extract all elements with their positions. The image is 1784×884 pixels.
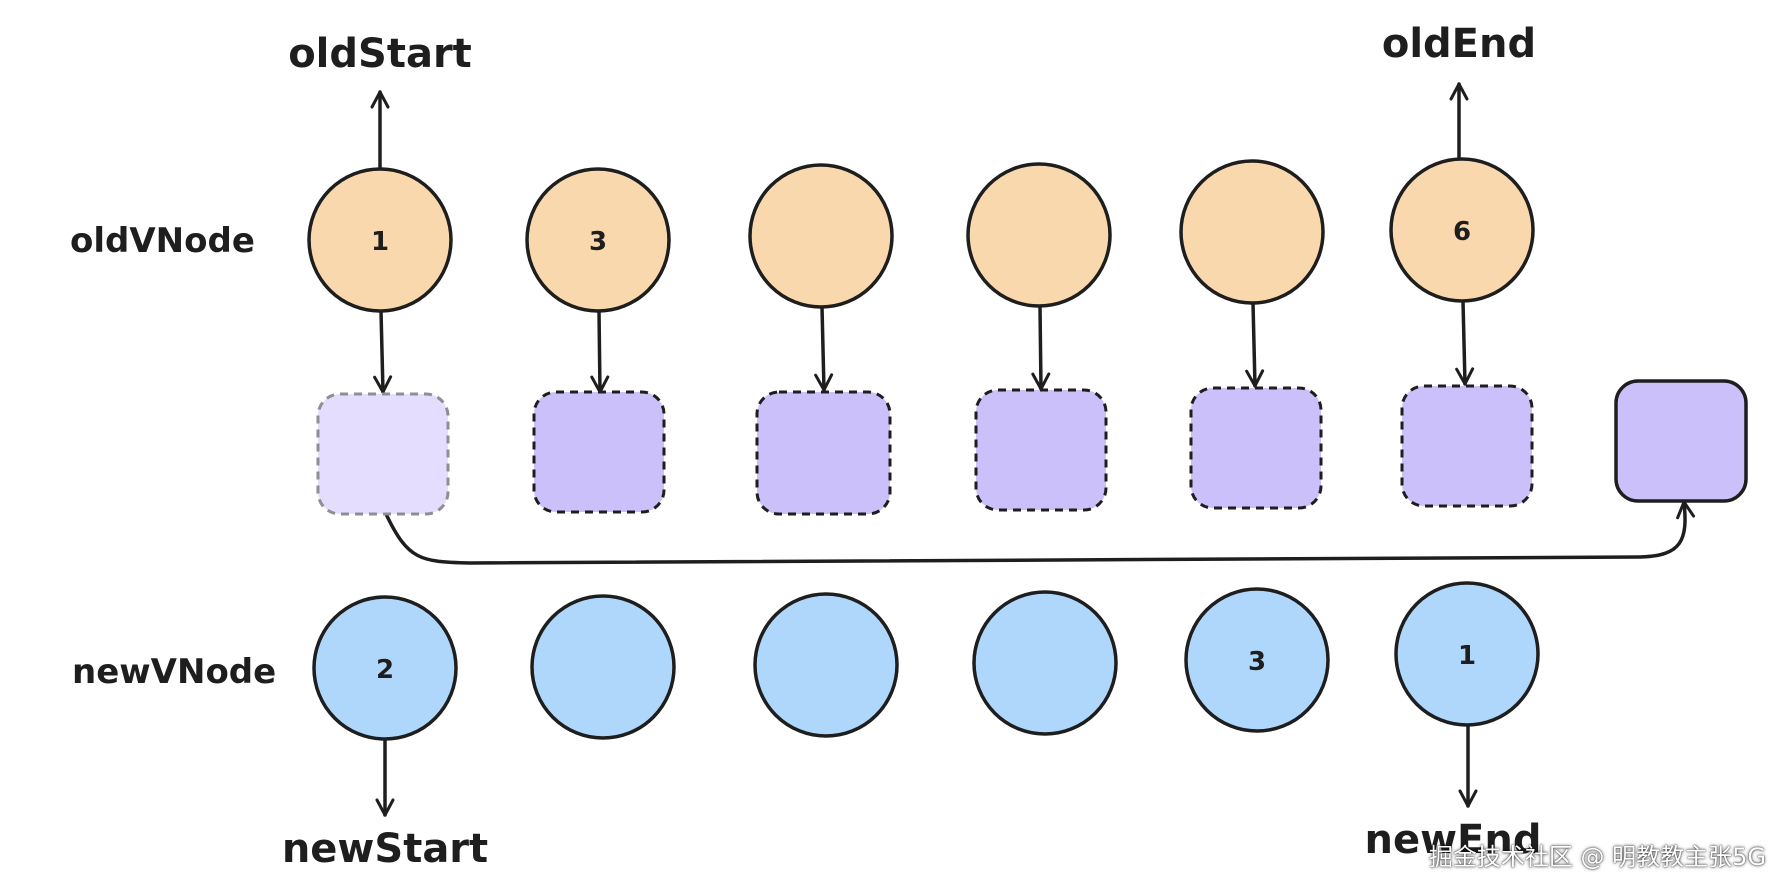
new-vnode: 3 xyxy=(1184,587,1330,733)
old-vnode xyxy=(1179,159,1325,305)
new-end-label: newEnd xyxy=(1365,817,1542,863)
old-vnode-row-label: oldVNode xyxy=(70,221,255,261)
old-to-dom-arrow xyxy=(590,309,610,394)
new-vnode-row: 2 3 1 xyxy=(312,581,1540,741)
dom-node-row xyxy=(316,379,1748,516)
old-vnode-key: 3 xyxy=(589,227,607,257)
dom-node-removed xyxy=(316,392,450,516)
new-vnode-key: 3 xyxy=(1248,647,1266,677)
new-vnode: 2 xyxy=(312,595,458,741)
dom-node xyxy=(974,388,1108,512)
old-vnode-key: 6 xyxy=(1453,217,1471,247)
move-to-end-arrow xyxy=(384,500,1696,565)
watermark: 掘金技术社区 @ 明教教主张5G xyxy=(1428,843,1766,871)
old-to-dom-arrow xyxy=(1245,301,1265,388)
new-start-label: newStart xyxy=(282,826,488,872)
old-vnode xyxy=(966,162,1112,308)
old-to-dom-arrow xyxy=(1455,299,1475,386)
old-vnode-key: 1 xyxy=(371,227,389,257)
old-vnode: 6 xyxy=(1389,157,1535,303)
dom-node xyxy=(1400,384,1534,508)
old-to-dom-arrow xyxy=(1031,304,1051,391)
old-to-dom-arrows xyxy=(373,299,1475,394)
old-vnode-row: 1 3 6 xyxy=(307,157,1535,313)
dom-node xyxy=(755,390,892,516)
old-vnode xyxy=(748,163,894,309)
new-vnode xyxy=(530,594,676,740)
old-vnode: 3 xyxy=(525,167,671,313)
new-vnode-key: 2 xyxy=(376,655,394,685)
new-vnode xyxy=(753,592,899,738)
new-vnode: 1 xyxy=(1394,581,1540,727)
old-to-dom-arrow xyxy=(814,305,834,392)
dom-node xyxy=(1189,386,1323,510)
old-vnode: 1 xyxy=(307,167,453,313)
old-end-label: oldEnd xyxy=(1382,21,1536,67)
dom-node-moved xyxy=(1614,379,1748,503)
dom-node xyxy=(532,390,666,514)
new-vnode-key: 1 xyxy=(1458,641,1476,671)
old-to-dom-arrow xyxy=(373,309,393,394)
new-vnode xyxy=(972,590,1118,736)
old-start-label: oldStart xyxy=(288,31,472,77)
new-vnode-row-label: newVNode xyxy=(72,652,276,692)
